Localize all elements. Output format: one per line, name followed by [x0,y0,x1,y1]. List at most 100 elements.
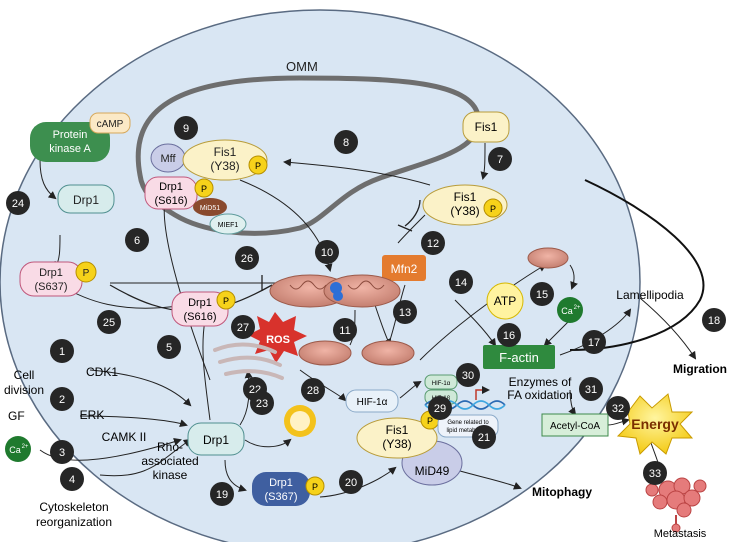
step-badge-label-21: 21 [478,432,490,444]
gene-label-1: Gene related to [447,420,489,426]
step-badge-17 [582,330,606,354]
step-badge-label-18: 18 [708,315,720,327]
step-badge-10 [315,240,339,264]
step-badge-30 [456,363,480,387]
step-badge-label-14: 14 [455,277,467,289]
step-badge-label-5: 5 [166,342,172,354]
cdk1-label: CDK1 [86,365,118,379]
step-badge-28 [301,378,325,402]
fis1-right-site: (Y38) [450,204,479,218]
step-badge-label-31: 31 [585,384,597,396]
drp1-s367-name: Drp1 [269,477,293,489]
step-badge-31 [579,377,603,401]
step-badge-label-3: 3 [59,447,65,459]
step-badge-label-12: 12 [427,238,439,250]
drp1-s367-site: (S367) [264,491,297,503]
step-badge-label-19: 19 [216,489,228,501]
step-badge-label-16: 16 [503,330,515,342]
step-badge-label-33: 33 [649,468,661,480]
f-actin: F-actin [483,345,555,369]
step-badge-29 [428,396,452,420]
erk-label: ERK [80,408,105,422]
cell-division-1: Cell [14,368,35,382]
step-badge-5 [157,335,181,359]
step-badge-label-30: 30 [462,370,474,382]
step-badge-label-10: 10 [321,247,333,259]
fis1-mid49-name: Fis1 [386,423,409,437]
fis1-top: Fis1 [462,111,510,143]
step-badge-label-29: 29 [434,403,446,415]
step-badge-7 [488,147,512,171]
step-badge-label-15: 15 [536,289,548,301]
transcription-arrow [475,386,490,400]
drp1-top-label: Drp1 [73,193,99,207]
step-badge-label-25: 25 [103,317,115,329]
step-badge-label-7: 7 [497,154,503,166]
step-badge-label-1: 1 [59,346,65,358]
step-badge-24 [6,191,30,215]
ca-right-sup: 2+ [574,305,581,311]
rho-label-3: kinase [153,468,188,482]
endoplasmic-reticulum [213,342,284,380]
fis1-omm-name: Fis1 [214,145,237,159]
lamellipodia-label: Lamellipodia [616,288,684,302]
drp1-omm-site: (S616) [154,195,187,207]
step-badge-label-24: 24 [12,198,24,210]
step-badge-15 [530,282,554,306]
drp1-s367: Drp1 (S367) P [252,472,325,506]
fis1-top-label: Fis1 [475,120,498,134]
calcium-left: Ca 2+ [5,436,31,462]
fis1-y38-omm: Fis1 (Y38) P [182,139,268,181]
metastasis-label: Metastasis [654,528,707,540]
gene-label-2: lipid metabolism [446,428,489,434]
migration-curve [569,179,705,351]
protein-kinase-a: Protein kinase A [30,122,110,162]
fusing-mitochondria [269,274,401,308]
mitophagy-label: Mitophagy [532,485,592,499]
mid49-label: MiD49 [415,464,450,478]
step-badge-label-9: 9 [183,123,189,135]
drp1-omm-name: Drp1 [159,181,183,193]
mff-label: Mff [160,153,176,165]
omm-label: OMM [286,59,318,74]
drp1-s616: Drp1 (S616) P [171,290,236,327]
camp: cAMP [89,112,131,134]
ca-right-label: Ca [561,306,573,316]
step-badge-9 [174,116,198,140]
outer-mitochondrial-membrane [135,75,482,236]
drp1-s637: Drp1 (S637) P [19,261,97,297]
fis1-y38-right: Fis1 (Y38) P [422,184,508,226]
step-badge-label-11: 11 [339,325,350,337]
step-badge-1 [50,339,74,363]
step-badge-label-32: 32 [612,403,624,415]
step-badge-18 [702,308,726,332]
fis1-omm-site: (Y38) [210,159,239,173]
cytoskeleton-label-2: reorganization [36,515,112,529]
step-badge-25 [97,310,121,334]
mief1-label: MIEF1 [218,222,239,229]
ca-left-sup: 2+ [22,444,29,450]
drp1-center-label: Drp1 [203,433,229,447]
step-badge-11 [333,318,357,342]
pka-label-1: Protein [53,129,88,141]
drp1-s616-site: (S616) [183,311,216,323]
step-badge-19 [210,482,234,506]
migration-label: Migration [673,362,727,376]
rho-label-1: Rho- [157,440,183,454]
enzymes-label-2: FA oxidation [507,388,572,402]
phospho-label: P [312,482,318,492]
step-badge-13 [393,300,417,324]
drp1-top: Drp1 [57,184,115,214]
cytoskeleton-label-1: Cytoskeleton [39,500,108,514]
step-badge-20 [339,470,363,494]
hif-label: HIF-1α [357,397,388,408]
step-badge-26 [235,246,259,270]
pka-label-2: kinase A [49,143,91,155]
ros-label: ROS [266,334,290,346]
step-badge-3 [50,440,74,464]
acetyl-label: Acetyl-CoA [550,421,600,432]
step-badge-27 [231,315,255,339]
acetyl-coa: Acetyl-CoA [541,413,609,437]
drp1-s637-name: Drp1 [39,267,63,279]
step-badge-label-23: 23 [256,398,268,410]
